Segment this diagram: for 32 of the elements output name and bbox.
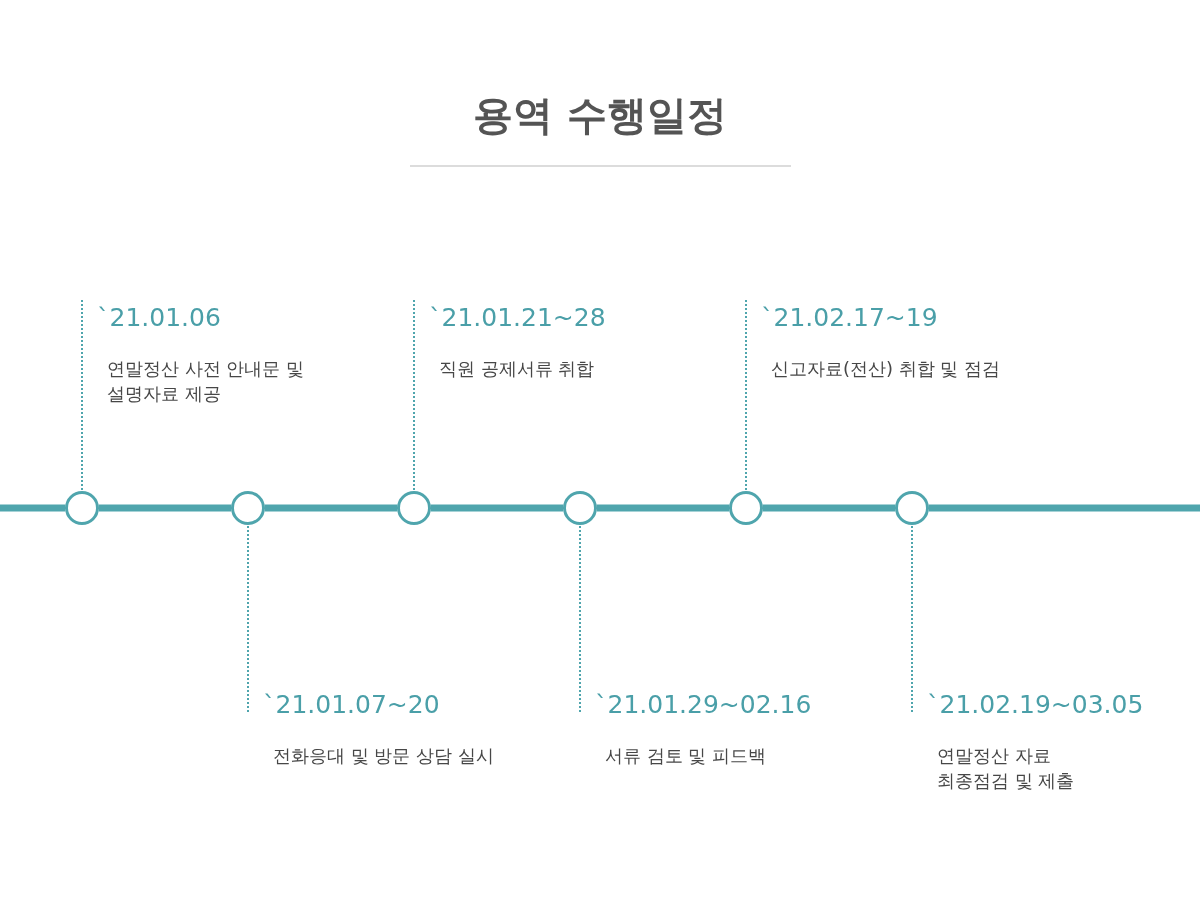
timeline-line xyxy=(0,504,65,512)
milestone-circle xyxy=(729,491,763,525)
milestone-circle xyxy=(231,491,265,525)
timeline-line xyxy=(929,504,1200,512)
dotted-leader-line xyxy=(81,299,83,492)
dotted-leader-line xyxy=(745,299,747,492)
timeline-line xyxy=(763,504,895,512)
timeline-line xyxy=(265,504,397,512)
date-label: `21.02.19~03.05 xyxy=(927,689,1144,721)
description-text: 직원 공제서류 취합 xyxy=(439,358,595,379)
dotted-leader-line xyxy=(413,299,415,492)
milestone-circle xyxy=(563,491,597,525)
description-text: 연말정산 사전 안내문 및 설명자료 제공 xyxy=(107,358,305,404)
title: 용역 수행일정 xyxy=(473,91,727,140)
milestone-circle xyxy=(895,491,929,525)
timeline-line xyxy=(597,504,729,512)
date-label: `21.01.06 xyxy=(97,302,221,334)
date-label: `21.01.21~28 xyxy=(429,302,606,334)
milestone-circle xyxy=(397,491,431,525)
dotted-leader-line xyxy=(911,524,913,713)
dotted-leader-line xyxy=(579,524,581,713)
description-text: 연말정산 자료 최종점검 및 제출 xyxy=(937,745,1075,791)
milestone-circle xyxy=(65,491,99,525)
timeline-line xyxy=(99,504,231,512)
description-text: 신고자료(전산) 취합 및 점검 xyxy=(771,358,1001,379)
dotted-leader-line xyxy=(247,524,249,713)
timeline-line xyxy=(431,504,563,512)
date-label: `21.01.07~20 xyxy=(263,689,440,721)
date-label: `21.02.17~19 xyxy=(761,302,938,334)
description-text: 전화응대 및 방문 상담 실시 xyxy=(273,745,494,766)
date-label: `21.01.29~02.16 xyxy=(595,689,812,721)
description-text: 서류 검토 및 피드백 xyxy=(605,745,767,766)
